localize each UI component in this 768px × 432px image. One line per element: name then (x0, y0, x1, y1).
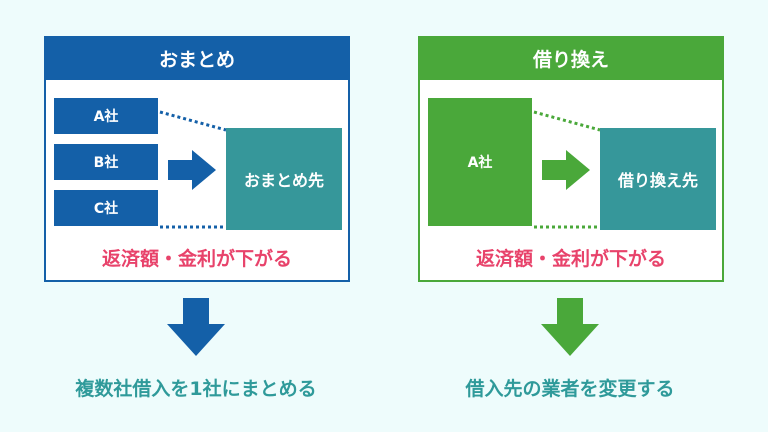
consolidation-destination: おまとめ先 (226, 128, 342, 230)
connector-top-line (533, 110, 601, 132)
refinance-result: 返済額・金利が下がる (475, 248, 666, 270)
lender-a-box: A社 (54, 98, 158, 134)
connector-top-line (159, 110, 227, 132)
consolidation-panel: おまとめ A社 B社 C社 おまとめ先 返済額・金利が下がる (44, 36, 350, 282)
refinance-caption: 借入先の業者を変更する (465, 378, 675, 400)
down-arrow-icon (167, 298, 225, 356)
lender-c-box: C社 (54, 190, 158, 226)
consolidation-result: 返済額・金利が下がる (101, 248, 292, 270)
refinance-destination: 借り換え先 (600, 128, 716, 230)
down-arrow-icon (541, 298, 599, 356)
refinance-panel: 借り換え A社 借り換え先 返済額・金利が下がる (418, 36, 724, 282)
right-arrow-icon (542, 150, 590, 190)
right-arrow-icon (168, 150, 216, 190)
lender-b-box: B社 (54, 144, 158, 180)
consolidation-caption: 複数社借入を1社にまとめる (75, 378, 317, 400)
lender-a-box: A社 (428, 98, 532, 226)
consolidation-title: おまとめ (44, 36, 350, 80)
refinance-title: 借り換え (418, 36, 724, 80)
